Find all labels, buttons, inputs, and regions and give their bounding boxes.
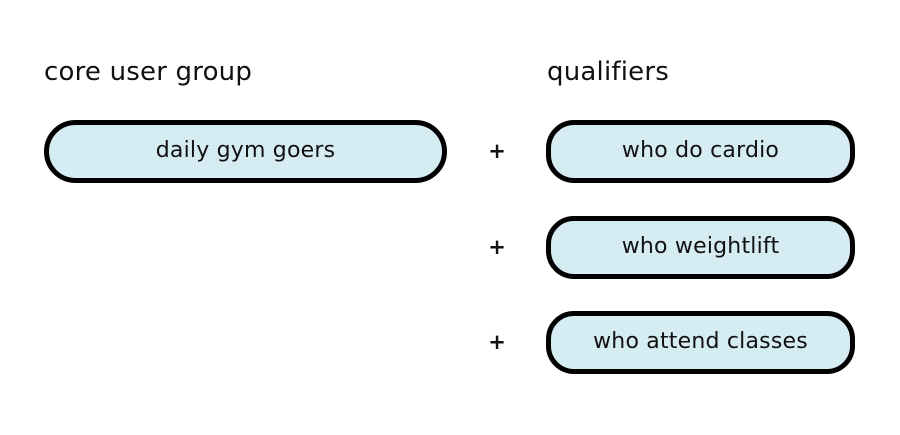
qualifier-pill-cardio[interactable]: who do cardio (546, 120, 855, 183)
plus-icon: + (488, 235, 506, 259)
qualifier-pill-classes[interactable]: who attend classes (546, 311, 855, 374)
core-user-group-pill-label: daily gym goers (155, 137, 336, 163)
core-user-group-pill[interactable]: daily gym goers (44, 120, 447, 183)
core-user-group-heading: core user group (44, 57, 253, 87)
qualifier-pill-label: who attend classes (593, 328, 808, 354)
qualifier-pill-label: who weightlift (621, 233, 780, 259)
qualifier-pill-label: who do cardio (621, 137, 780, 163)
qualifiers-heading: qualifiers (547, 57, 669, 87)
qualifier-pill-weightlift[interactable]: who weightlift (546, 216, 855, 279)
plus-icon: + (488, 330, 506, 354)
plus-icon: + (488, 139, 506, 163)
